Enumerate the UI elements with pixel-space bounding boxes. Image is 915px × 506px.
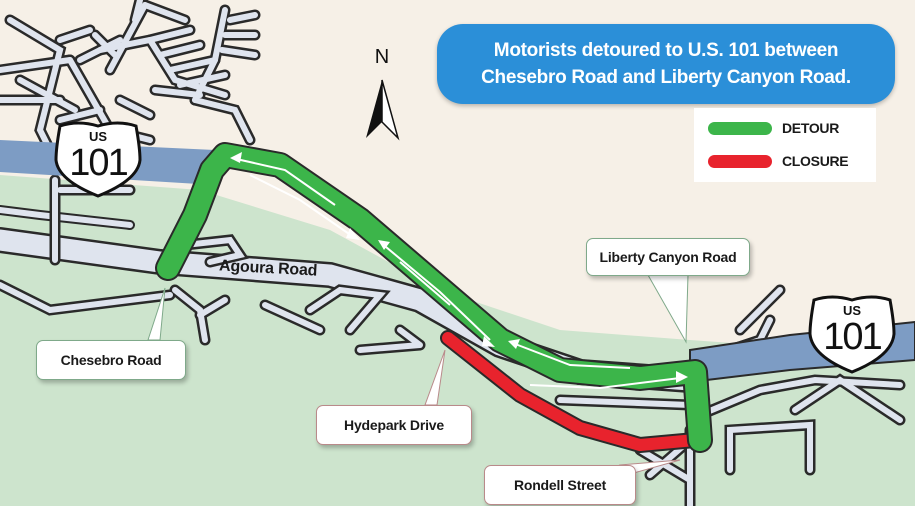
closure-swatch <box>708 154 772 168</box>
banner-line-2: Chesebro Road and Liberty Canyon Road. <box>481 67 851 88</box>
callout-rondell-street: Rondell Street <box>484 465 636 505</box>
north-streets <box>0 0 261 157</box>
liberty-pointer <box>647 274 689 344</box>
shield-icon <box>808 295 896 374</box>
closure-route-fill <box>442 332 701 452</box>
us-101-shield-east: US 101 <box>802 292 902 374</box>
callout-liberty-canyon-road: Liberty Canyon Road <box>586 238 750 276</box>
detour-swatch <box>708 121 772 135</box>
us-101-shield-west: US 101 <box>48 118 148 198</box>
legend-item-closure: CLOSURE <box>708 153 849 169</box>
callout-chesebro-road: Chesebro Road <box>36 340 186 380</box>
detour-banner: Motorists detoured to U.S. 101 between C… <box>437 24 895 104</box>
detour-route <box>157 144 711 451</box>
banner-line-1: Motorists detoured to U.S. 101 between <box>493 40 839 61</box>
north-label: N <box>374 46 390 68</box>
north-arrow-icon <box>366 79 400 141</box>
compass: N <box>360 46 404 142</box>
detour-arrowheads <box>230 152 688 383</box>
callout-hydepark-drive: Hydepark Drive <box>316 405 472 445</box>
legend-item-detour: DETOUR <box>708 120 839 136</box>
shield-icon <box>54 121 142 198</box>
detour-arrows <box>231 157 681 390</box>
legend: DETOUR CLOSURE <box>694 108 876 182</box>
